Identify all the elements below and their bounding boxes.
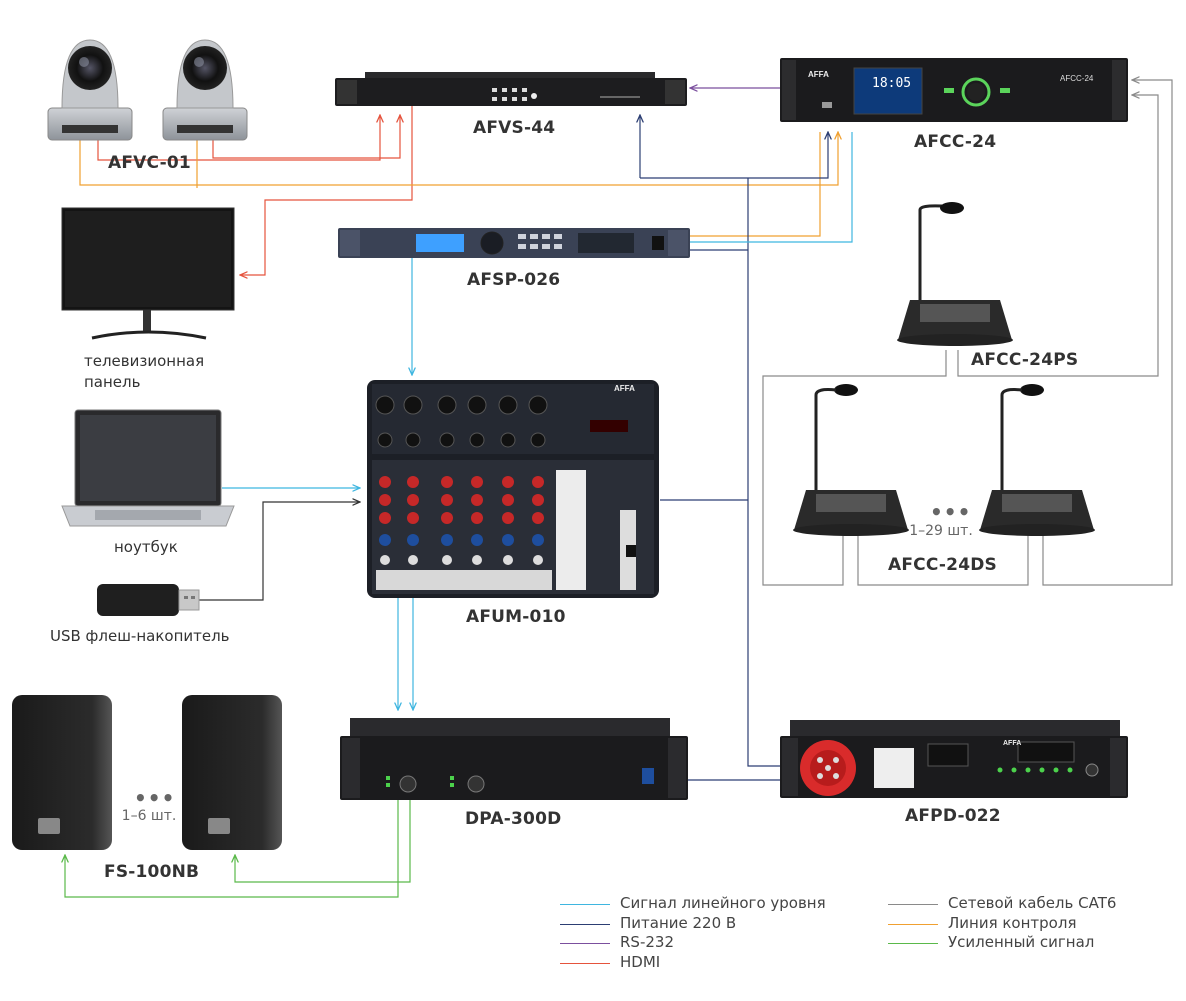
- legend-swatch: [888, 924, 938, 925]
- legend-swatch: [888, 904, 938, 905]
- label-usb-drive: USB флеш-накопитель: [50, 627, 230, 645]
- dpa-300d-amplifier: [340, 718, 688, 800]
- afcc-screen-time: 18:05: [872, 76, 912, 91]
- speaker-count: 1–6 шт.: [121, 808, 177, 824]
- label-afpd-022: AFPD-022: [905, 806, 1001, 826]
- label-laptop: ноутбук: [114, 538, 178, 556]
- laptop: [61, 409, 235, 527]
- hdmi-cable-camera1: [97, 115, 380, 161]
- afcc-brand-logo: AFFA: [808, 70, 829, 79]
- delegate-ellipsis: •••: [930, 500, 972, 524]
- cables: [65, 80, 1173, 898]
- afcc-front-model: AFCC-24: [1060, 74, 1094, 83]
- afpd-022-power-distributor: [780, 720, 1128, 798]
- usb-flash-drive: [97, 584, 200, 616]
- label-afvs-44: AFVS-44: [473, 118, 556, 138]
- label-fs-100nb: FS-100NB: [104, 862, 200, 882]
- fs-100nb-speaker-2: [182, 695, 282, 850]
- hdmi-cable-camera2: [212, 115, 400, 159]
- label-afsp-026: AFSP-026: [467, 270, 561, 290]
- legend-swatch: [888, 943, 938, 944]
- cat6-cable-ps-return: [957, 95, 1159, 377]
- cat6-cable-ds-return: [1042, 80, 1173, 586]
- label-afcc-24ps: AFCC-24PS: [971, 350, 1079, 370]
- legend-swatch: [560, 924, 610, 925]
- delegate-count: 1–29 шт.: [909, 523, 973, 539]
- afcc-24ps-chairman-unit: [897, 202, 1013, 346]
- legend-swatch: [560, 943, 610, 944]
- label-tv-panel: телевизионная панель: [84, 352, 205, 391]
- label-afum-010: AFUM-010: [466, 607, 566, 627]
- control-line-afsp: [690, 132, 821, 237]
- cat6-cable-ps-ds: [762, 350, 947, 586]
- label-afcc-24ds: AFCC-24DS: [888, 555, 997, 575]
- line-signal-afcc: [690, 132, 853, 243]
- afcc-24ds-delegate-unit-2: [979, 384, 1095, 536]
- afvs-44-switcher: [335, 72, 687, 106]
- label-afcc-24: AFCC-24: [914, 132, 997, 152]
- speaker-cable-2: [235, 800, 411, 883]
- usb-cable: [196, 502, 360, 601]
- afcc-24ds-delegate-unit-1: [793, 384, 909, 536]
- camera-2: [162, 39, 248, 141]
- afum-010-mixer: [367, 380, 659, 598]
- tv-panel: [61, 207, 235, 340]
- label-dpa-300d: DPA-300D: [465, 809, 562, 829]
- cat6-cable-ds-ds: [857, 530, 1029, 586]
- speaker-cable-1: [65, 800, 399, 898]
- afum-brand-logo: AFFA: [614, 384, 635, 393]
- afsp-026-processor: [338, 228, 690, 258]
- afpd-brand-logo: AFFA: [1003, 740, 1022, 747]
- power-cable-afcc: [640, 132, 828, 179]
- control-line-camera1: [79, 132, 838, 186]
- speaker-ellipsis: •••: [134, 786, 176, 810]
- legend-swatch: [560, 963, 610, 964]
- camera-1: [47, 39, 133, 141]
- label-afvc-01: AFVC-01: [108, 153, 191, 173]
- hdmi-cable-tv: [240, 105, 413, 275]
- fs-100nb-speaker-1: [12, 695, 112, 850]
- afcc-24-controller: [780, 58, 1128, 122]
- power-trunk: [747, 178, 780, 767]
- legend-swatch: [560, 904, 610, 905]
